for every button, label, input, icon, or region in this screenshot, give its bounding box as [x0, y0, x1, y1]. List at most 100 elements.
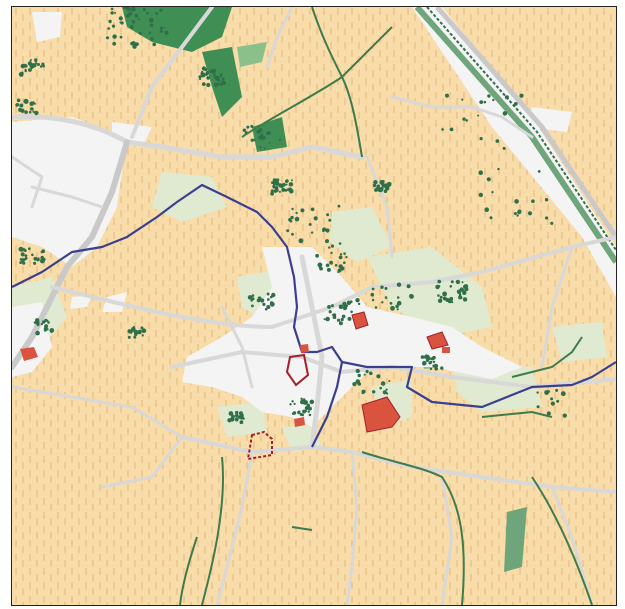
tree-symbol: [429, 360, 433, 364]
tree-symbol: [112, 41, 117, 46]
map-canvas[interactable]: [12, 7, 616, 605]
tree-symbol: [163, 26, 166, 29]
tree-symbol: [334, 264, 338, 267]
tree-symbol: [214, 75, 217, 78]
tree-symbol: [307, 410, 310, 413]
tree-symbol: [432, 360, 436, 364]
tree-symbol: [376, 374, 381, 379]
tree-symbol: [138, 31, 142, 35]
tree-symbol: [201, 82, 206, 86]
tree-symbol: [302, 409, 307, 414]
tree-symbol: [229, 411, 234, 416]
tree-symbol: [313, 216, 318, 221]
tree-symbol: [260, 133, 264, 136]
tree-symbol: [34, 110, 39, 116]
tree-symbol: [491, 191, 494, 194]
tree-symbol: [429, 367, 433, 371]
tree-symbol: [442, 291, 447, 297]
tree-symbol: [504, 95, 509, 100]
tree-symbol: [343, 252, 346, 255]
tree-symbol: [340, 266, 345, 271]
tree-symbol: [381, 301, 384, 304]
tree-symbol: [247, 295, 253, 300]
tree-symbol: [556, 399, 560, 403]
tree-symbol: [278, 138, 282, 141]
tree-symbol: [325, 228, 330, 233]
tree-symbol: [213, 82, 219, 87]
tree-symbol: [258, 135, 263, 140]
tree-symbol: [363, 373, 366, 376]
tree-symbol: [270, 191, 274, 196]
tree-symbol: [40, 258, 45, 264]
tree-symbol: [396, 300, 402, 306]
tree-symbol: [298, 238, 304, 244]
tree-symbol: [299, 413, 303, 416]
tree-symbol: [344, 304, 348, 308]
tree-symbol: [285, 183, 288, 186]
tree-symbols: [15, 7, 567, 425]
tree-symbol: [291, 400, 294, 403]
tree-symbol: [291, 179, 293, 182]
tree-symbol: [433, 363, 439, 369]
tree-symbol: [23, 248, 26, 251]
tree-symbol: [384, 296, 388, 299]
tree-symbol: [272, 178, 277, 183]
tree-symbol: [306, 404, 311, 409]
tree-symbol: [269, 301, 275, 307]
tree-symbol: [125, 7, 128, 9]
map-frame[interactable]: [11, 6, 617, 606]
tree-symbol: [442, 296, 447, 301]
tree-symbol: [206, 76, 210, 80]
tree-symbol: [484, 207, 490, 212]
tree-symbol: [502, 146, 506, 150]
tree-symbol: [536, 405, 540, 409]
tree-symbol: [550, 221, 554, 225]
tree-symbol: [201, 66, 207, 71]
tree-symbol: [281, 187, 286, 192]
tree-symbol: [317, 262, 323, 268]
tree-symbol: [24, 110, 28, 114]
tree-symbol: [513, 212, 517, 215]
tree-symbol: [338, 255, 343, 260]
tree-symbol: [396, 282, 402, 287]
tree-symbol: [383, 189, 388, 193]
tree-symbol: [432, 355, 436, 360]
tree-symbol: [295, 211, 298, 215]
tree-symbol: [200, 72, 204, 76]
tree-symbol: [36, 323, 40, 327]
tree-symbol: [355, 298, 360, 303]
tree-symbol: [266, 305, 271, 309]
tree-symbol: [458, 293, 462, 297]
tree-symbol: [322, 229, 325, 233]
tree-symbol: [376, 184, 381, 189]
tree-symbol: [276, 178, 280, 182]
tree-symbol: [131, 7, 136, 12]
tree-symbol: [514, 199, 519, 204]
tree-symbol: [497, 167, 500, 171]
tree-symbol: [28, 247, 31, 250]
tree-symbol: [370, 292, 375, 297]
tree-symbol: [455, 279, 461, 285]
tree-symbol: [19, 103, 24, 108]
tree-symbol: [409, 294, 414, 299]
tree-symbol: [35, 318, 40, 323]
tree-symbol: [300, 208, 305, 213]
tree-symbol: [125, 13, 130, 18]
tree-symbol: [278, 190, 281, 193]
tree-symbol: [308, 223, 312, 226]
tree-symbol: [34, 59, 37, 63]
tree-symbol: [330, 244, 334, 248]
tree-symbol: [374, 188, 378, 192]
tree-symbol: [332, 313, 335, 317]
tree-symbol: [264, 307, 268, 311]
tree-symbol: [41, 62, 45, 66]
tree-symbol: [449, 285, 453, 288]
tree-symbol: [126, 7, 131, 12]
tree-symbol: [159, 29, 164, 33]
tree-symbol: [37, 63, 40, 66]
tree-symbol: [380, 285, 384, 289]
tree-symbol: [278, 183, 283, 188]
tree-symbol: [438, 280, 442, 283]
tree-symbol: [560, 391, 566, 397]
tree-symbol: [379, 386, 383, 390]
